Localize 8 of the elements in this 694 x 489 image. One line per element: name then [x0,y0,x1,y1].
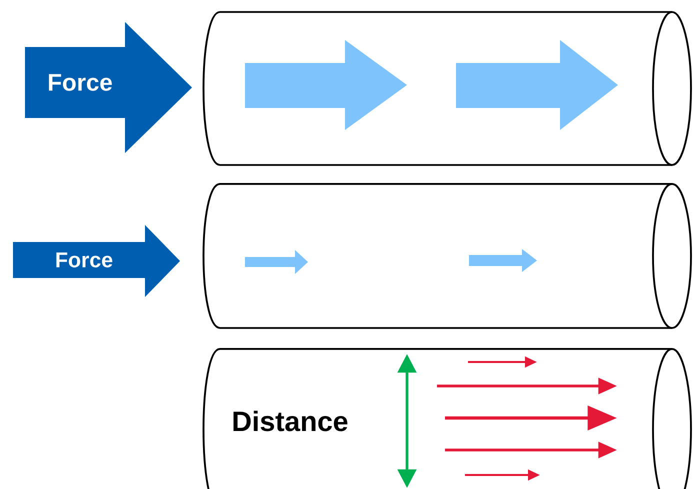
node-label: Force [56,252,112,268]
pipe-drawing [202,183,692,329]
force-arrow [25,22,192,153]
force-arrow [13,225,180,297]
node-label: Force [48,74,112,91]
node-label: Distance [234,410,348,432]
pipe-drawing [202,348,692,489]
pipe-drawing [202,11,692,166]
